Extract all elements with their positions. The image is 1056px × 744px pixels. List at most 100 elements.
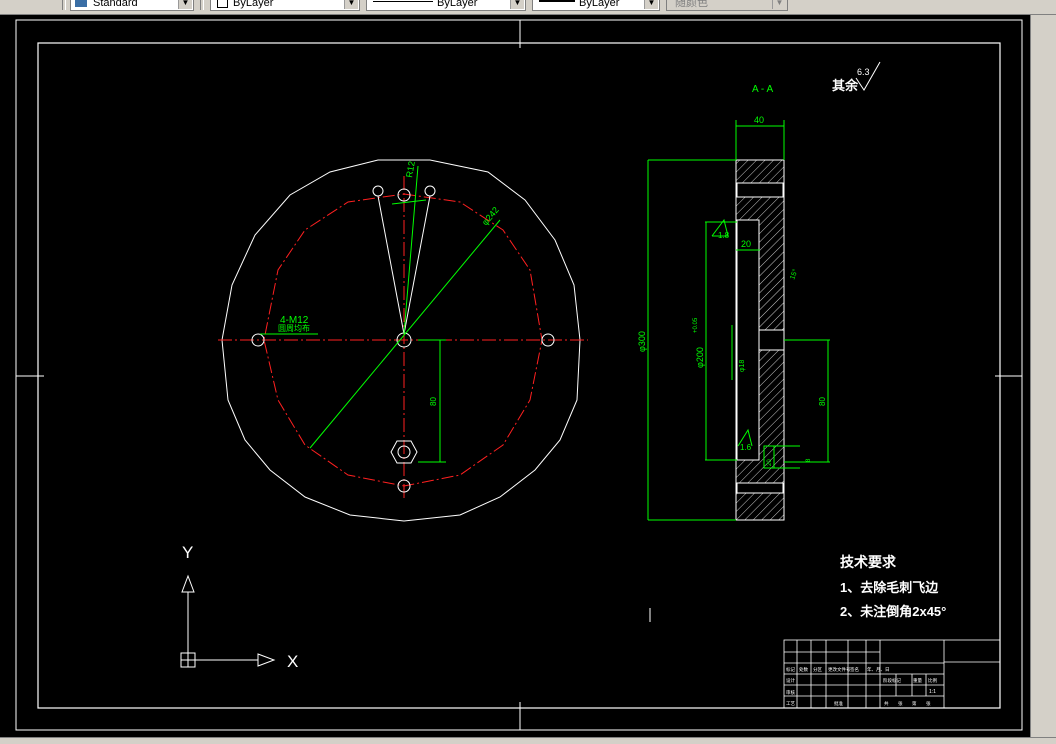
- roughness-symbol-icon: [855, 61, 881, 91]
- m12-label: 4-M12: [280, 315, 309, 326]
- textstyle-value: Standard: [93, 0, 138, 9]
- m12-sub-label: 圆周均布: [278, 323, 310, 333]
- chevron-down-icon[interactable]: ▼: [644, 0, 658, 9]
- layer-color-select[interactable]: ByLayer ▼: [210, 0, 360, 11]
- section-center-bore: [758, 329, 785, 351]
- tb-label-sheet-2: 张: [926, 700, 931, 707]
- drawing-canvas[interactable]: R12 φ242 4-M12 圆周均布 80 A - A 40 20: [0, 15, 1030, 737]
- tb-scale: 1:1: [929, 689, 936, 695]
- ucs-icon: Y X: [180, 543, 298, 671]
- web-line-right: [403, 195, 431, 335]
- tb-label-mark: 标记: [786, 666, 795, 673]
- linetype-select[interactable]: ByLayer ▼: [366, 0, 526, 11]
- roughness-mark-1: [711, 218, 729, 237]
- tb-label-ratio: 比例: [928, 677, 937, 684]
- tb-label-sheet: 张: [898, 700, 903, 707]
- sheet-frame: [15, 19, 1023, 731]
- angle-label: 15°: [788, 268, 799, 281]
- diameter-dim-line: [309, 219, 501, 449]
- textstyle-icon: [75, 0, 87, 7]
- title-block: [783, 639, 1001, 709]
- chevron-down-icon[interactable]: ▼: [510, 0, 524, 9]
- tb-label-date: 年、月、日: [867, 666, 890, 673]
- small-hole-top-left: [372, 185, 384, 197]
- section-gap-top: [736, 182, 784, 198]
- chevron-down-icon[interactable]: ▼: [772, 0, 786, 9]
- bolt-hole-bottom: [397, 479, 411, 493]
- tb-label-approve: 批准: [834, 700, 843, 707]
- ucs-x-label: X: [287, 652, 298, 671]
- tech-item-2: 2、未注倒角2x45°: [840, 604, 946, 619]
- tech-item-1: 1、去除毛刺飞边: [840, 580, 939, 595]
- bolt-hole-left: [251, 333, 265, 347]
- front-view: R12 φ242 4-M12 圆周均布 80: [218, 159, 588, 522]
- h80-label: 80: [818, 397, 827, 406]
- roughness-note: 其余 6.3: [832, 61, 881, 93]
- vertical-scrollbar[interactable]: [1030, 15, 1056, 737]
- outer-polygon-outline: [221, 159, 581, 522]
- detail-box: [763, 445, 775, 469]
- bolt-hole-right: [541, 333, 555, 347]
- linetype-value: ByLayer: [437, 0, 478, 9]
- r12-label: R12: [404, 160, 417, 178]
- tb-label-stage: 阶段标记: [883, 677, 901, 684]
- t16-label: 1.6: [740, 443, 752, 452]
- tb-label-review: 审核: [786, 689, 795, 696]
- slot-label: φ18: [739, 360, 746, 372]
- layer-color-icon: [217, 0, 228, 8]
- roughness-note-text: 其余: [832, 78, 859, 93]
- hex-nut-hole: [397, 445, 411, 459]
- lineweight-select[interactable]: ByLayer ▼: [532, 0, 660, 11]
- tech-requirements: 技术要求 1、去除毛刺飞边 2、未注倒角2x45°: [840, 554, 946, 619]
- plotstyle-select[interactable]: 随颜色 ▼: [666, 0, 788, 11]
- width-dim-line: [391, 199, 427, 205]
- d200-label: φ200: [695, 347, 705, 368]
- properties-toolbar: Standard ▼ ByLayer ▼ ByLayer ▼ ByLayer ▼…: [0, 0, 1056, 15]
- bolt-hole-top: [397, 188, 411, 202]
- w20-label: 20: [741, 239, 751, 249]
- hex-nut: [390, 440, 418, 464]
- layer-color-value: ByLayer: [233, 0, 274, 9]
- t18-label: 1.8: [718, 231, 730, 240]
- small-left-label: 20: [767, 459, 773, 466]
- radius-dim-line: [403, 165, 419, 335]
- toolbar-separator: [200, 0, 204, 10]
- plotstyle-value: 随颜色: [675, 0, 708, 9]
- drawing-svg: R12 φ242 4-M12 圆周均布 80 A - A 40 20: [15, 19, 1023, 731]
- ucs-y-label: Y: [182, 543, 193, 562]
- d242-label: φ242: [480, 205, 501, 227]
- linetype-icon: [373, 1, 433, 2]
- tb-label-weight: 重量: [913, 677, 922, 684]
- y80-label: 80: [429, 397, 438, 406]
- roughness-value: 6.3: [857, 67, 870, 77]
- chevron-down-icon[interactable]: ▼: [344, 0, 358, 9]
- status-strip: [0, 737, 1056, 744]
- section-bore: [736, 219, 760, 461]
- tb-label-count: 处数: [799, 666, 808, 673]
- small-right-label: 8: [806, 458, 812, 462]
- section-gap-bottom: [736, 482, 784, 494]
- tb-label-change: 更改文件号: [828, 666, 851, 673]
- section-label: A - A: [752, 84, 773, 95]
- d300-label: φ300: [637, 331, 647, 352]
- chevron-down-icon[interactable]: ▼: [178, 0, 192, 9]
- textstyle-select[interactable]: Standard ▼: [70, 0, 194, 11]
- tb-label-zone: 分区: [813, 666, 822, 673]
- tb-label-sign: 签名: [850, 666, 859, 673]
- toolbar-separator: [62, 0, 66, 10]
- roughness-mark-2: [737, 428, 753, 447]
- tb-label-craft: 工艺: [786, 701, 795, 706]
- lineweight-icon: [539, 0, 575, 2]
- lineweight-value: ByLayer: [579, 0, 620, 9]
- d200-tolerance: +0.05: [693, 317, 699, 333]
- tb-label-total: 共: [884, 700, 889, 707]
- small-hole-top-right: [424, 185, 436, 197]
- w40-label: 40: [754, 115, 764, 125]
- title-block-text: 标记 处数 分区 更改文件号 签名 年、月、日 设计 审核 工艺 批准 阶段标记…: [786, 666, 937, 707]
- section-view: A - A 40 20 φ300 φ200 +0.: [637, 84, 830, 521]
- web-line-left: [377, 195, 405, 335]
- tech-title: 技术要求: [840, 554, 897, 570]
- tb-label-design: 设计: [786, 677, 795, 684]
- tb-label-no: 第: [912, 700, 917, 707]
